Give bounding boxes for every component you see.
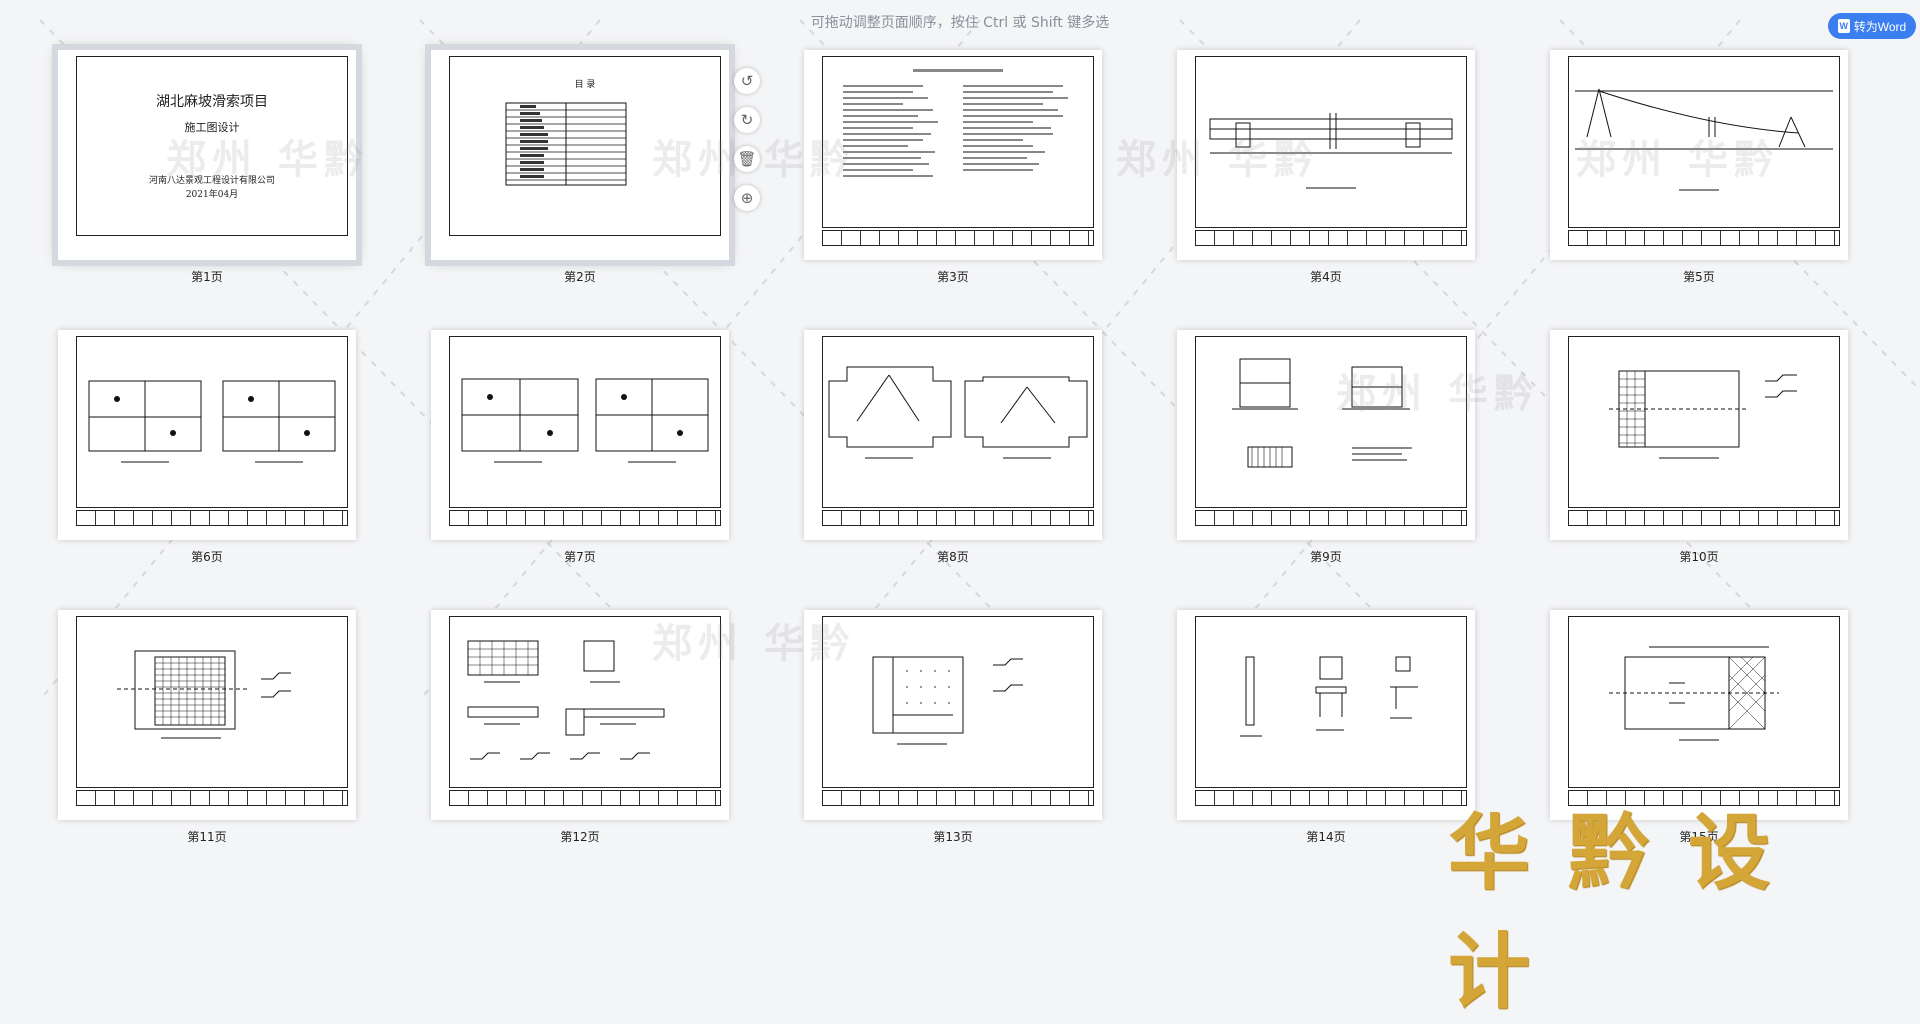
page-thumbnail[interactable] (804, 50, 1102, 260)
page-card-6[interactable]: 第6页 (50, 320, 364, 580)
page-thumbnail[interactable]: 湖北麻坡滑索项目 施工图设计 河南八达景观工程设计有限公司 2021年04月 (58, 50, 356, 260)
cover-title: 湖北麻坡滑索项目 (156, 94, 268, 110)
foundation-plan-drawing (461, 378, 709, 463)
rotate-left-icon[interactable]: ↺ (734, 68, 760, 94)
page-label: 第2页 (564, 270, 596, 284)
frame-detail-drawing (1232, 358, 1412, 468)
watermark-text: 郑州 华黔 (1576, 136, 1780, 183)
page-card-1[interactable]: 湖北麻坡滑索项目 施工图设计 河南八达景观工程设计有限公司 2021年04月 第… (50, 40, 364, 300)
page-label: 第4页 (1310, 270, 1342, 284)
page-label: 第1页 (191, 270, 223, 284)
page-card-8[interactable]: 第8页 (796, 320, 1110, 580)
page-thumbnail[interactable] (804, 330, 1102, 540)
page-card-7[interactable]: 第7页 (423, 320, 737, 580)
page-label: 第10页 (1679, 550, 1719, 564)
page-card-3[interactable]: 第3页 (796, 40, 1110, 300)
toc-heading: 目 录 (574, 80, 596, 90)
page-card-4[interactable]: 第4页 (1169, 40, 1483, 300)
platform-plan-drawing (1609, 646, 1779, 741)
page-thumbnail-grid: 湖北麻坡滑索项目 施工图设计 河南八达景观工程设计有限公司 2021年04月 第… (50, 40, 1856, 860)
page-label: 第3页 (937, 270, 969, 284)
gold-watermark: 华黔设计 (1448, 805, 1809, 1020)
page-thumbnail[interactable]: 目 录 (431, 50, 729, 260)
rotate-right-icon[interactable]: ↻ (734, 107, 760, 133)
design-notes-text (843, 69, 1068, 177)
rebar-plan-drawing (117, 650, 291, 739)
delete-icon[interactable]: 🗑 (734, 146, 760, 172)
page-thumbnail[interactable] (58, 610, 356, 820)
zipline-profile-drawing (1575, 88, 1833, 191)
steel-section-drawing (1240, 656, 1418, 737)
page-label: 第13页 (933, 830, 973, 844)
page-thumbnail[interactable] (804, 610, 1102, 820)
page-label: 第7页 (564, 550, 596, 564)
page-label: 第14页 (1306, 830, 1346, 844)
elevation-drawing (1209, 113, 1453, 189)
anchor-plan-drawing (872, 656, 1023, 745)
watermark-text: 郑州 华黔 (1336, 370, 1540, 417)
page-card-15[interactable]: 第15页 (1542, 600, 1856, 860)
insert-icon[interactable]: ⊕ (734, 185, 760, 211)
drag-hint: 可拖动调整页面顺序，按住 Ctrl 或 Shift 键多选 (810, 15, 1110, 31)
watermark-text: 郑州 华黔 (652, 620, 856, 667)
page-thumbnail[interactable] (58, 330, 356, 540)
plan-grid-drawing (1609, 370, 1797, 459)
watermark-text: 郑州 华黔 (652, 136, 856, 183)
page-thumbnail[interactable] (431, 610, 729, 820)
page-label: 第8页 (937, 550, 969, 564)
page-label: 第15页 (1679, 830, 1719, 844)
page-card-9[interactable]: 第9页 (1169, 320, 1483, 580)
convert-to-word-button[interactable]: W 转为Word (1828, 13, 1916, 39)
page-thumbnail[interactable] (431, 330, 729, 540)
rebar-detail-drawing (467, 640, 665, 760)
page-card-14[interactable]: 第14页 (1169, 600, 1483, 860)
page-toolbar: ↺ ↻ 🗑 ⊕ (734, 68, 766, 224)
watermark-text: 郑州 华黔 (166, 136, 370, 183)
convert-to-word-label: 转为Word (1853, 19, 1907, 34)
toc-table (505, 102, 627, 186)
watermark-text: 郑州 华黔 (1116, 136, 1320, 183)
page-thumbnail[interactable] (1550, 610, 1848, 820)
page-label: 第9页 (1310, 550, 1342, 564)
page-label: 第6页 (191, 550, 223, 564)
page-thumbnail[interactable] (1550, 50, 1848, 260)
foundation-plan-drawing (88, 380, 336, 463)
page-card-13[interactable]: 第13页 (796, 600, 1110, 860)
page-label: 第5页 (1683, 270, 1715, 284)
word-icon: W (1837, 19, 1850, 33)
page-label: 第12页 (560, 830, 600, 844)
page-card-12[interactable]: 第12页 (423, 600, 737, 860)
page-card-11[interactable]: 第11页 (50, 600, 364, 860)
page-card-5[interactable]: 第5页 (1542, 40, 1856, 300)
page-thumbnail[interactable] (1177, 50, 1475, 260)
cover-date: 2021年04月 (185, 190, 239, 200)
page-thumbnail[interactable] (1177, 330, 1475, 540)
page-thumbnail[interactable] (1177, 610, 1475, 820)
page-label: 第11页 (187, 830, 227, 844)
platform-elevation-drawing (828, 366, 1088, 459)
page-card-10[interactable]: 第10页 (1542, 320, 1856, 580)
page-thumbnail[interactable] (1550, 330, 1848, 540)
cover-subtitle: 施工图设计 (184, 121, 240, 134)
cover-company: 河南八达景观工程设计有限公司 (148, 176, 275, 186)
page-card-2[interactable]: 目 录 第2页 (423, 40, 737, 300)
